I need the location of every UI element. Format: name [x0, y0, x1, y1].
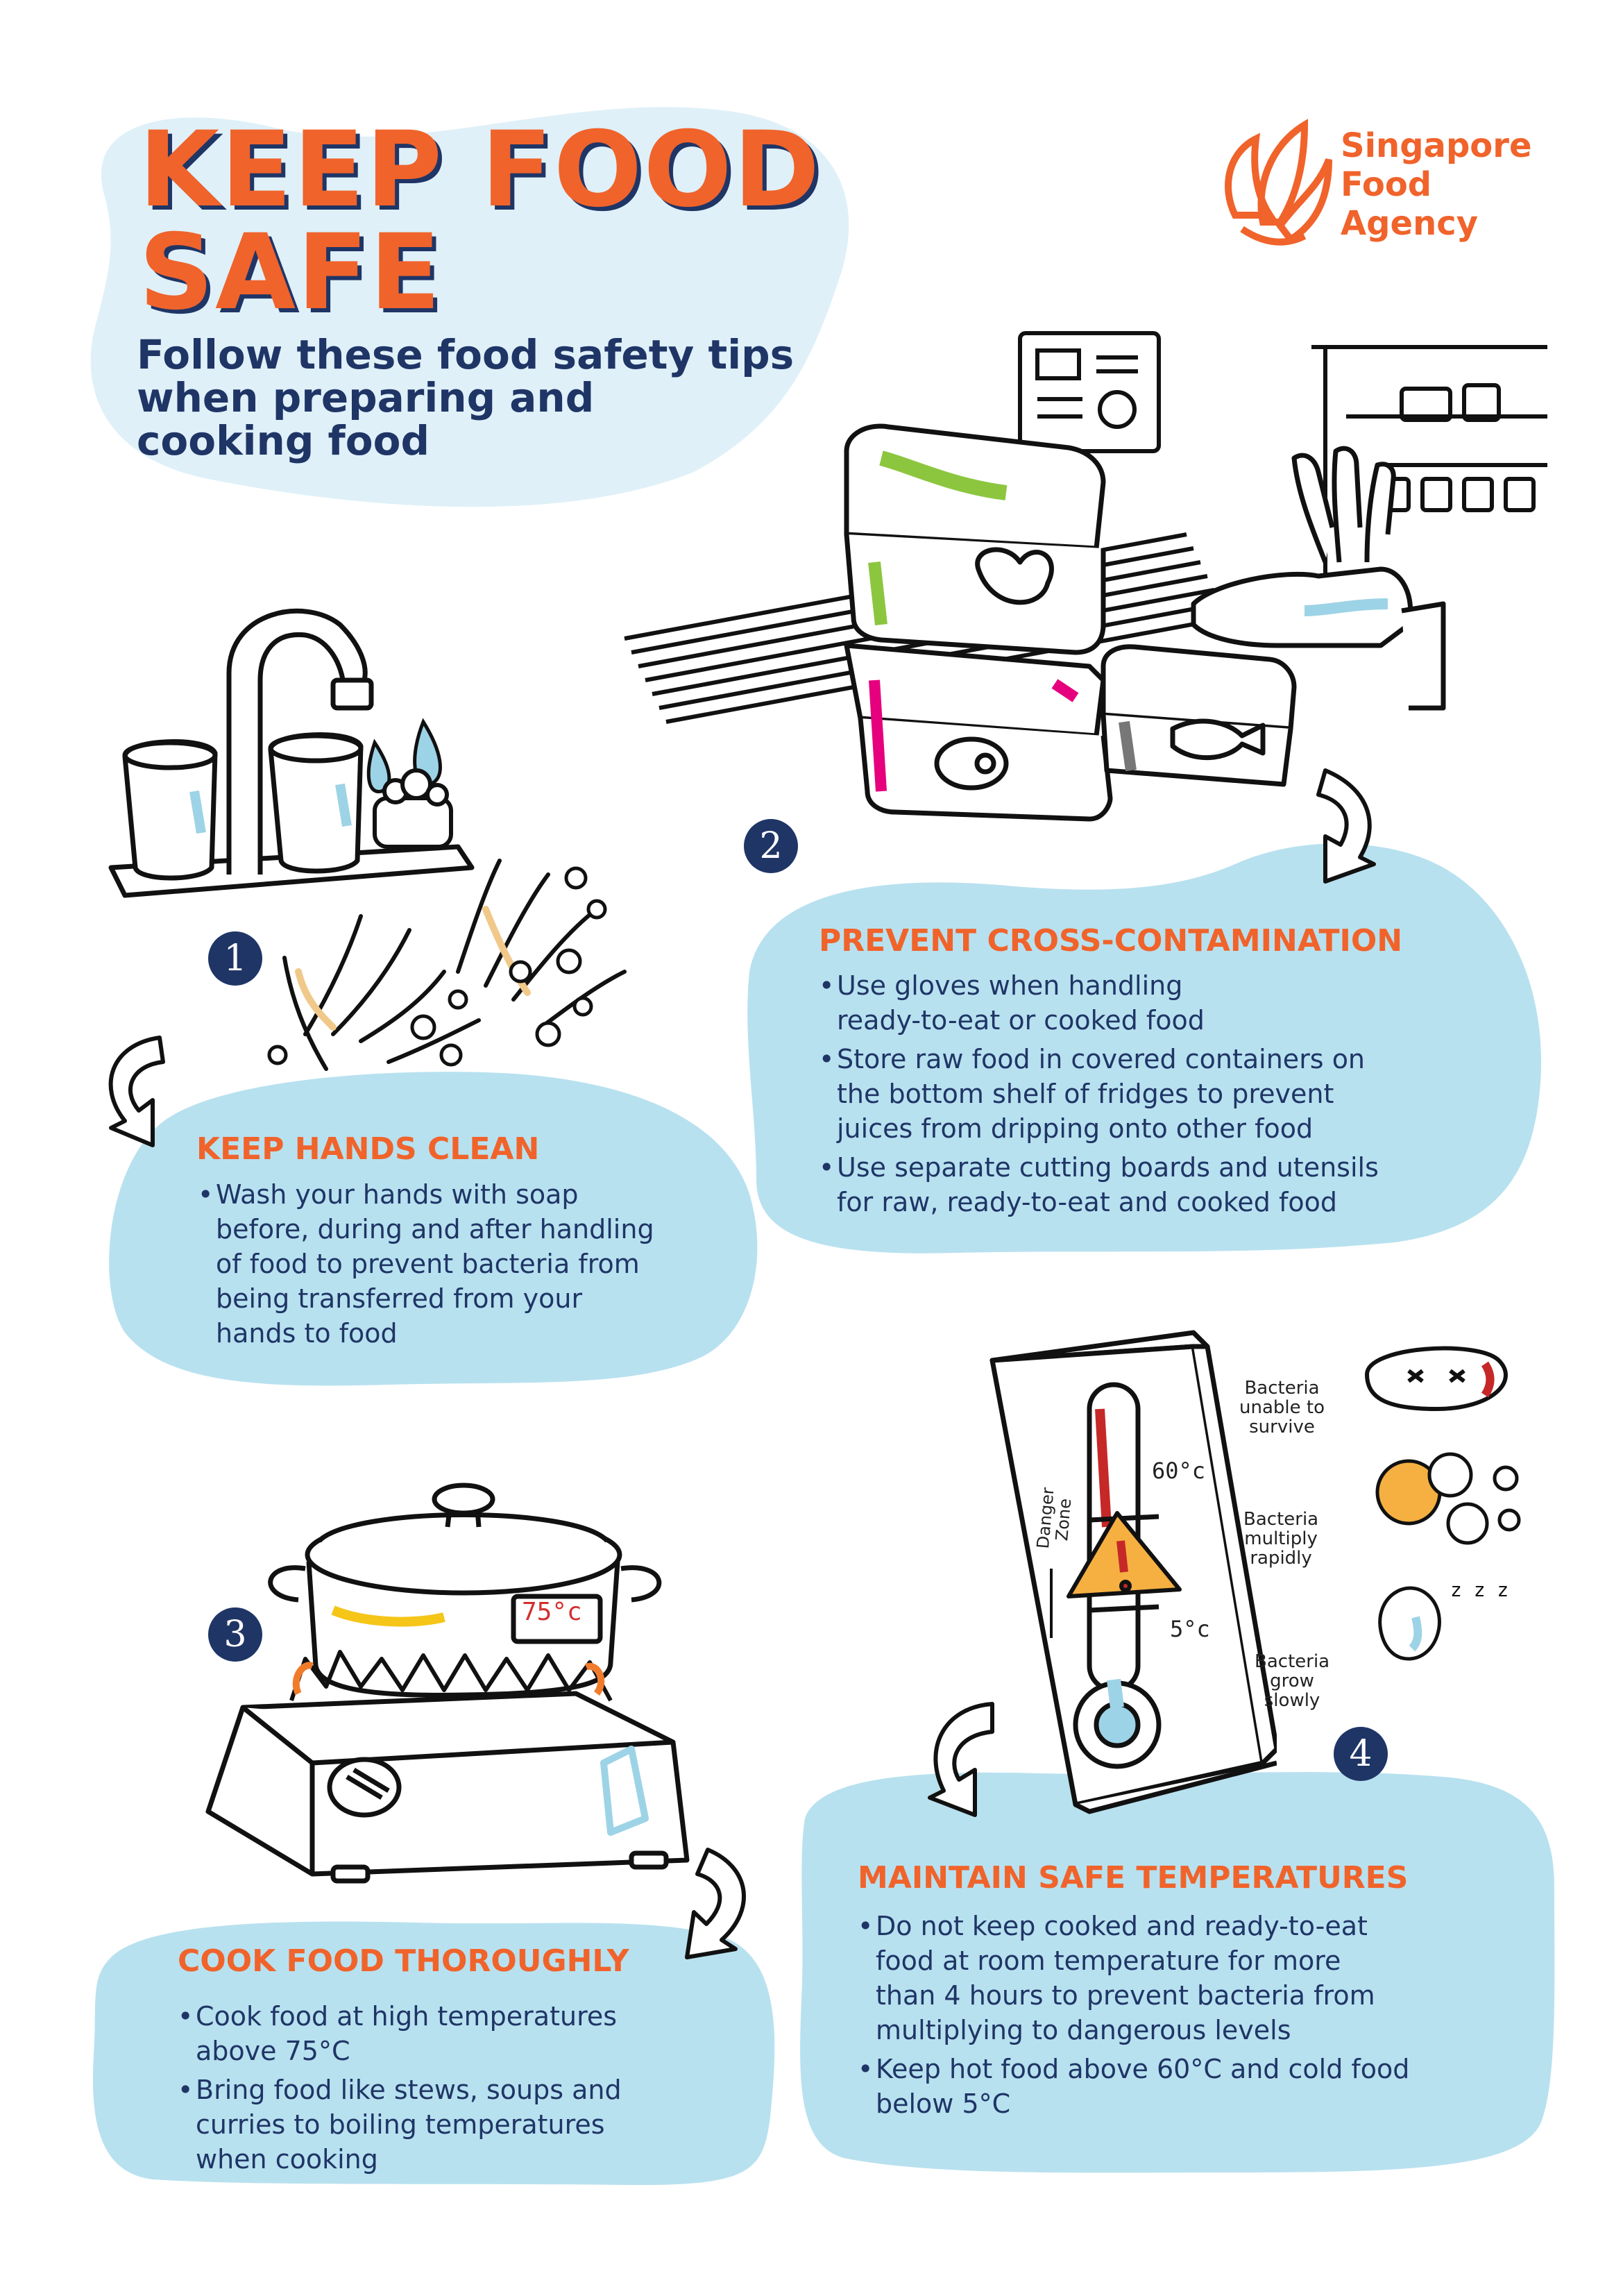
cooking-illustration: [205, 1483, 690, 1884]
title-line-1: KEEP FOOD: [139, 110, 822, 230]
bullet-line: hands to food: [216, 1318, 398, 1349]
soap-icon: [373, 768, 453, 849]
subtitle-line: when preparing and: [137, 374, 595, 421]
warning-icon: [1067, 1511, 1182, 1598]
bullet-line: Store raw food in covered containers on: [837, 1044, 1366, 1074]
bacteria-label-survive: Bacteria unable to survive: [1239, 1378, 1325, 1437]
bacteria-label-line: slowly: [1264, 1690, 1320, 1711]
pot-icon: [268, 1483, 662, 1698]
hands-bullets: Wash your hands with soap before, during…: [198, 1177, 654, 1355]
hand-washing-illustration: [108, 609, 627, 1071]
svg-text:z z z: z z z: [1450, 1578, 1509, 1601]
logo-line: Agency: [1341, 204, 1478, 243]
bacteria-label-line: Bacteria: [1244, 1378, 1320, 1399]
logo-text: Singapore Food Agency: [1341, 126, 1532, 243]
bacteria-label-line: Bacteria: [1255, 1651, 1330, 1672]
step-number-2: 2: [744, 819, 798, 873]
bullet-item: Do not keep cooked and ready-to-eat food…: [858, 1909, 1409, 2048]
washing-hands-icon: [282, 859, 627, 1071]
subtitle: Follow these food safety tips when prepa…: [137, 333, 794, 462]
bacteria-label-line: unable to: [1239, 1397, 1325, 1418]
temperature-bullets: Do not keep cooked and ready-to-eat food…: [858, 1909, 1409, 2125]
curved-arrow-icon: [1316, 768, 1376, 884]
bullet-line: Keep hot food above 60°C and cold food: [876, 2054, 1410, 2084]
bacteria-label-multiply: Bacteria multiply rapidly: [1243, 1510, 1318, 1568]
logo-line: Singapore: [1341, 126, 1532, 165]
tap-icon: [108, 609, 475, 898]
food-container-icon: [844, 643, 1113, 822]
pot-temperature-label: 75°c: [522, 1598, 582, 1626]
bacteria-label-line: multiply: [1244, 1528, 1318, 1549]
flame-icon: [289, 1650, 613, 1702]
bullet-line: juices from dripping onto other food: [837, 1113, 1314, 1144]
bacteria-label-line: survive: [1249, 1417, 1315, 1437]
stove-icon: [205, 1691, 690, 1884]
bacteria-label-grow: Bacteria grow slowly: [1255, 1652, 1329, 1710]
curved-arrow-icon: [685, 1848, 747, 1959]
fridge-illustration: [624, 331, 1547, 822]
step-number-3: 3: [208, 1607, 262, 1662]
bacteria-icon: z z z: [1378, 1578, 1509, 1661]
bacteria-label-line: rapidly: [1250, 1548, 1312, 1569]
bullet-item: Use gloves when handling ready-to-eat or…: [819, 968, 1379, 1038]
bullet-line: multiplying to dangerous levels: [876, 2015, 1291, 2045]
sfa-logo: Singapore Food Agency: [1214, 111, 1540, 257]
heading-cook-food-thoroughly: COOK FOOD THOROUGHLY: [178, 1943, 629, 1979]
bullet-item: Store raw food in covered containers on …: [819, 1042, 1379, 1146]
bullet-item: Cook food at high temperatures above 75°…: [178, 1999, 622, 2068]
heading-prevent-cross-contamination: PREVENT CROSS-CONTAMINATION: [819, 923, 1403, 959]
bullet-line: food at room temperature for more: [876, 1945, 1341, 1976]
step-number-4: 4: [1334, 1727, 1388, 1781]
title-blob: [90, 107, 849, 507]
food-container-icon: [1101, 644, 1297, 787]
bullet-line: Cook food at high temperatures: [196, 2001, 618, 2032]
bullet-item: Keep hot food above 60°C and cold food b…: [858, 2052, 1409, 2121]
leaf-logo-icon: [1225, 119, 1332, 246]
title-line-2: SAFE: [139, 212, 443, 333]
cross-contamination-bullets: Use gloves when handling ready-to-eat or…: [819, 968, 1379, 1224]
bullet-line: of food to prevent bacteria from: [216, 1249, 640, 1279]
food-container-icon: [844, 423, 1106, 655]
bullet-line: than 4 hours to prevent bacteria from: [876, 1980, 1375, 2011]
bullet-line: ready-to-eat or cooked food: [837, 1005, 1205, 1036]
bullet-line: before, during and after handling: [216, 1214, 654, 1244]
bullet-line: Use separate cutting boards and utensils: [837, 1152, 1379, 1183]
danger-zone-label: Danger Zone: [1033, 1487, 1075, 1551]
bacteria-icon: [1375, 1452, 1521, 1545]
bullet-line: Wash your hands with soap: [216, 1179, 579, 1210]
curved-arrow-icon: [108, 1036, 165, 1147]
bacteria-label-line: grow: [1270, 1671, 1314, 1691]
thermometer-high-label: 60°c: [1152, 1458, 1206, 1484]
bullet-line: the bottom shelf of fridges to prevent: [837, 1079, 1334, 1109]
thermometer-low-label: 5°c: [1170, 1616, 1210, 1642]
bacteria-label-line: Bacteria: [1243, 1509, 1319, 1530]
bullet-line: curries to boiling temperatures: [196, 2109, 605, 2140]
thermometer-illustration: [989, 1330, 1277, 1814]
bullet-item: Wash your hands with soap before, during…: [198, 1177, 654, 1351]
bubbles-icon: [267, 866, 607, 1067]
bullet-line: for raw, ready-to-eat and cooked food: [837, 1187, 1337, 1217]
bullet-line: Do not keep cooked and ready-to-eat: [876, 1911, 1368, 1941]
bacteria-illustration: z z z: [1364, 1346, 1521, 1661]
bullet-line: being transferred from your: [216, 1283, 583, 1314]
bullet-item: Bring food like stews, soups and curries…: [178, 2073, 622, 2177]
bullet-item: Use separate cutting boards and utensils…: [819, 1150, 1379, 1219]
heading-maintain-safe-temperatures: MAINTAIN SAFE TEMPERATURES: [858, 1860, 1409, 1896]
gloved-hand-icon: [1191, 446, 1446, 711]
heading-keep-hands-clean: KEEP HANDS CLEAN: [196, 1131, 540, 1167]
logo-line: Food: [1341, 165, 1432, 204]
bullet-line: Use gloves when handling: [837, 970, 1183, 1001]
curved-arrow-icon: [928, 1702, 994, 1817]
subtitle-line: cooking food: [137, 417, 430, 464]
step-number-1: 1: [208, 931, 262, 986]
bullet-line: when cooking: [196, 2144, 378, 2175]
cook-bullets: Cook food at high temperatures above 75°…: [178, 1999, 622, 2181]
bullet-line: above 75°C: [196, 2036, 350, 2066]
subtitle-line: Follow these food safety tips: [137, 331, 794, 378]
bullet-line: Bring food like stews, soups and: [196, 2075, 622, 2105]
bullet-line: below 5°C: [876, 2088, 1011, 2119]
bacteria-icon: [1364, 1346, 1508, 1412]
